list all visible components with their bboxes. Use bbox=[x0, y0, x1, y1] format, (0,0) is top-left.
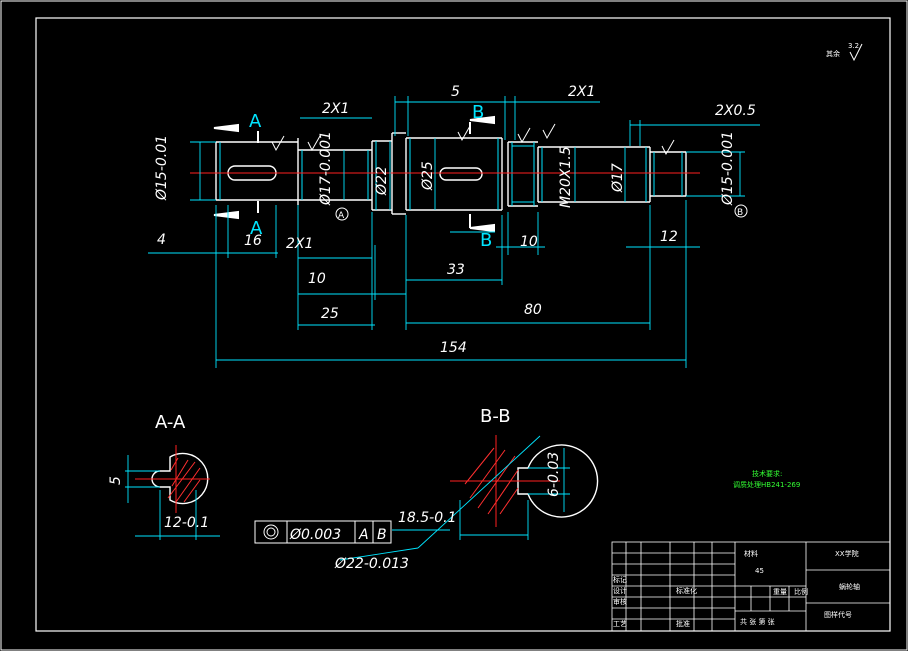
section-aa-view: 5 12-0.1 bbox=[108, 445, 220, 540]
tb-drawing-code: 图样代号 bbox=[824, 610, 852, 619]
dim-d22: Ø22 bbox=[374, 166, 390, 196]
section-bb-view: 6-0.03 18.5-0.1 Ø22-0.013 bbox=[334, 435, 599, 572]
datum-b-circle bbox=[734, 204, 748, 218]
roughness-symbols bbox=[271, 43, 863, 156]
diameter-leaders bbox=[190, 138, 745, 210]
dim-len-80: 80 bbox=[524, 302, 542, 318]
drawing-frame bbox=[35, 17, 891, 632]
surface-rest-value: 3.2 bbox=[848, 42, 859, 50]
tb-process: 工艺 bbox=[613, 620, 627, 628]
tb-material-value: 45 bbox=[755, 567, 764, 575]
dimension-texts: 2X1 5 2X1 2X0.5 Ø15-0.01 Ø17-0.001 Ø22 Ø… bbox=[154, 84, 756, 356]
dim-chamfer-right: 2X1 bbox=[568, 84, 595, 100]
surface-rest-label: 其余 bbox=[826, 49, 840, 58]
dim-d17-right: Ø17 bbox=[610, 163, 626, 193]
aa-dim-12: 12-0.1 bbox=[164, 515, 209, 531]
fcf-value: Ø0.003 bbox=[289, 527, 341, 543]
bb-dim-d22: Ø22-0.013 bbox=[334, 556, 409, 572]
dim-d17-left: Ø17-0.001 bbox=[318, 131, 334, 206]
dim-bottom-2x1: 2X1 bbox=[286, 236, 313, 252]
section-a-label-bottom: A bbox=[250, 218, 263, 239]
dim-len-10: 10 bbox=[308, 271, 326, 287]
bb-dim-18-5: 18.5-0.1 bbox=[398, 510, 457, 526]
tb-sheet: 共 张 第 张 bbox=[740, 617, 775, 626]
tb-review: 审核 bbox=[613, 597, 627, 606]
dim-d15-right: Ø15-0.001 bbox=[720, 131, 736, 206]
datum-a-circle bbox=[335, 207, 349, 221]
title-block-texts: 材料 45 XX学院 蜗轮轴 图样代号 标记 设计 审核 工艺 标准化 批准 比… bbox=[613, 549, 860, 628]
dim-len-12: 12 bbox=[660, 229, 678, 245]
tb-standard: 标准化 bbox=[676, 586, 697, 595]
section-b-label-top: B bbox=[472, 102, 484, 123]
section-cut-marks bbox=[213, 115, 495, 233]
dim-len-25: 25 bbox=[321, 306, 339, 322]
dim-len-154: 154 bbox=[440, 340, 467, 356]
tb-company: XX学院 bbox=[835, 549, 859, 558]
dim-d15-left: Ø15-0.01 bbox=[154, 135, 170, 201]
dim-chamfer-far-right: 2X0.5 bbox=[715, 103, 756, 119]
dim-m20: M20X1.5 bbox=[558, 146, 574, 208]
title-block bbox=[611, 541, 891, 632]
dim-len-10-right: 10 bbox=[520, 234, 538, 250]
dim-len-33: 33 bbox=[447, 262, 465, 278]
datum-a-label: A bbox=[338, 211, 345, 221]
aa-dim-5: 5 bbox=[108, 476, 124, 485]
dimension-lines bbox=[148, 96, 760, 368]
tb-scale: 比例 bbox=[794, 587, 808, 596]
keyway-center bbox=[439, 167, 483, 181]
fcf-datum-a: A bbox=[358, 527, 369, 543]
tb-weight: 重量 bbox=[773, 588, 787, 596]
dim-len-4: 4 bbox=[157, 232, 166, 248]
dim-chamfer-left: 2X1 bbox=[322, 101, 349, 117]
section-a-label-top: A bbox=[249, 111, 262, 132]
shaft-inner-lines bbox=[219, 138, 683, 210]
bb-dim-6: 6-0.03 bbox=[546, 452, 562, 497]
dim-len-16: 16 bbox=[244, 233, 262, 249]
dim-d25: Ø25 bbox=[420, 161, 436, 191]
tb-approve: 批准 bbox=[676, 619, 690, 628]
shaft-outline bbox=[215, 132, 687, 215]
datum-b-label: B bbox=[737, 208, 743, 218]
fcf-datum-b: B bbox=[377, 527, 387, 543]
feature-control-frame: Ø0.003 A B bbox=[254, 520, 392, 544]
tech-note-title: 技术要求: bbox=[752, 469, 782, 478]
section-bb-title: B-B bbox=[480, 406, 511, 427]
dim-top-5: 5 bbox=[451, 84, 460, 100]
tb-part-name: 蜗轮轴 bbox=[839, 582, 860, 591]
section-aa-title: A-A bbox=[155, 412, 186, 433]
section-b-label-bottom: B bbox=[480, 230, 492, 251]
tech-note-line: 调质处理HB241-269 bbox=[733, 480, 800, 489]
tb-material-label: 材料 bbox=[744, 549, 758, 558]
tb-rev-marker: 标记 bbox=[613, 575, 627, 584]
tb-design: 设计 bbox=[613, 586, 627, 595]
